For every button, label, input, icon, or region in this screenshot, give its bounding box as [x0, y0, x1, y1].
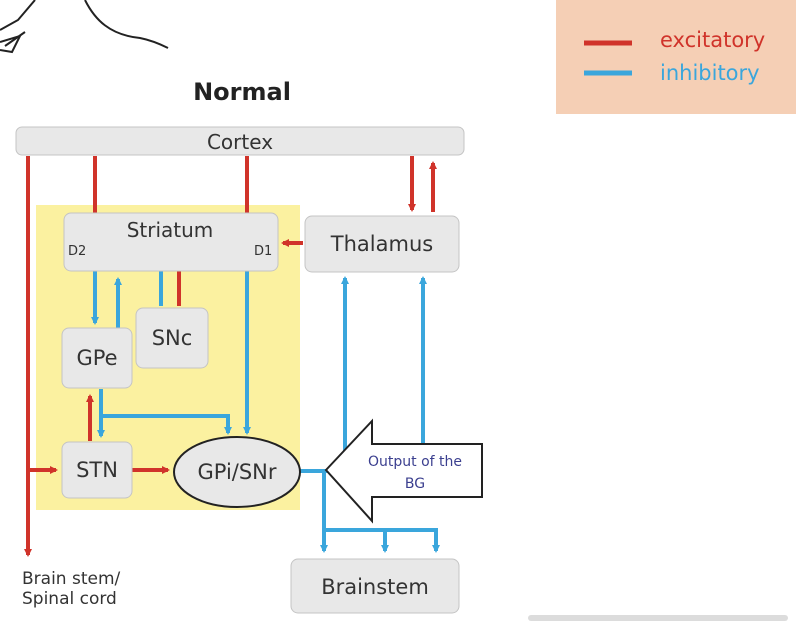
sketch-fragment [0, 0, 169, 54]
snc-label: SNc [152, 326, 193, 350]
excitatory-connections [24, 156, 437, 557]
cortex-node [15, 126, 465, 156]
gpe-to-gpi-arrow [101, 414, 232, 435]
brainstem-label: Brainstem [321, 575, 429, 599]
striatum-node [63, 212, 279, 272]
legend-excitatory-label: excitatory [660, 28, 765, 52]
spinal-cord-label-line2: Spinal cord [22, 589, 117, 609]
gpe-label: GPe [76, 346, 117, 370]
snc-node [135, 307, 209, 369]
legend-inhibitory-label: inhibitory [660, 61, 760, 85]
diagram-title: Normal [193, 78, 291, 106]
brainstem-node [290, 558, 460, 614]
stn-label: STN [76, 458, 118, 482]
gpi-snr-node [173, 436, 301, 508]
caption-smudge [528, 615, 788, 621]
inhibitory-connections [91, 248, 440, 553]
gpi-to-brainstem-arrow-3 [385, 528, 440, 553]
output-of-bg-label-line2: BG [405, 476, 425, 492]
thalamus-label: Thalamus [330, 232, 433, 256]
striatum-label: Striatum [127, 218, 214, 242]
gpi-to-brainstem-arrow-2 [324, 528, 389, 553]
gpi-snr-label: GPi/SNr [197, 460, 276, 484]
cortex-label: Cortex [207, 130, 273, 154]
thalamus-node [304, 215, 460, 273]
output-of-bg-label-line1: Output of the [368, 454, 462, 470]
d1-label: D1 [254, 244, 272, 259]
spinal-cord-label-line1: Brain stem/ [22, 569, 121, 589]
gpi-to-thalamus-arrow-left [324, 276, 349, 473]
stn-node [61, 441, 133, 499]
d2-label: D2 [68, 244, 86, 259]
output-of-bg-arrow [324, 418, 483, 524]
gpe-node [61, 327, 133, 389]
legend-box [556, 0, 796, 114]
